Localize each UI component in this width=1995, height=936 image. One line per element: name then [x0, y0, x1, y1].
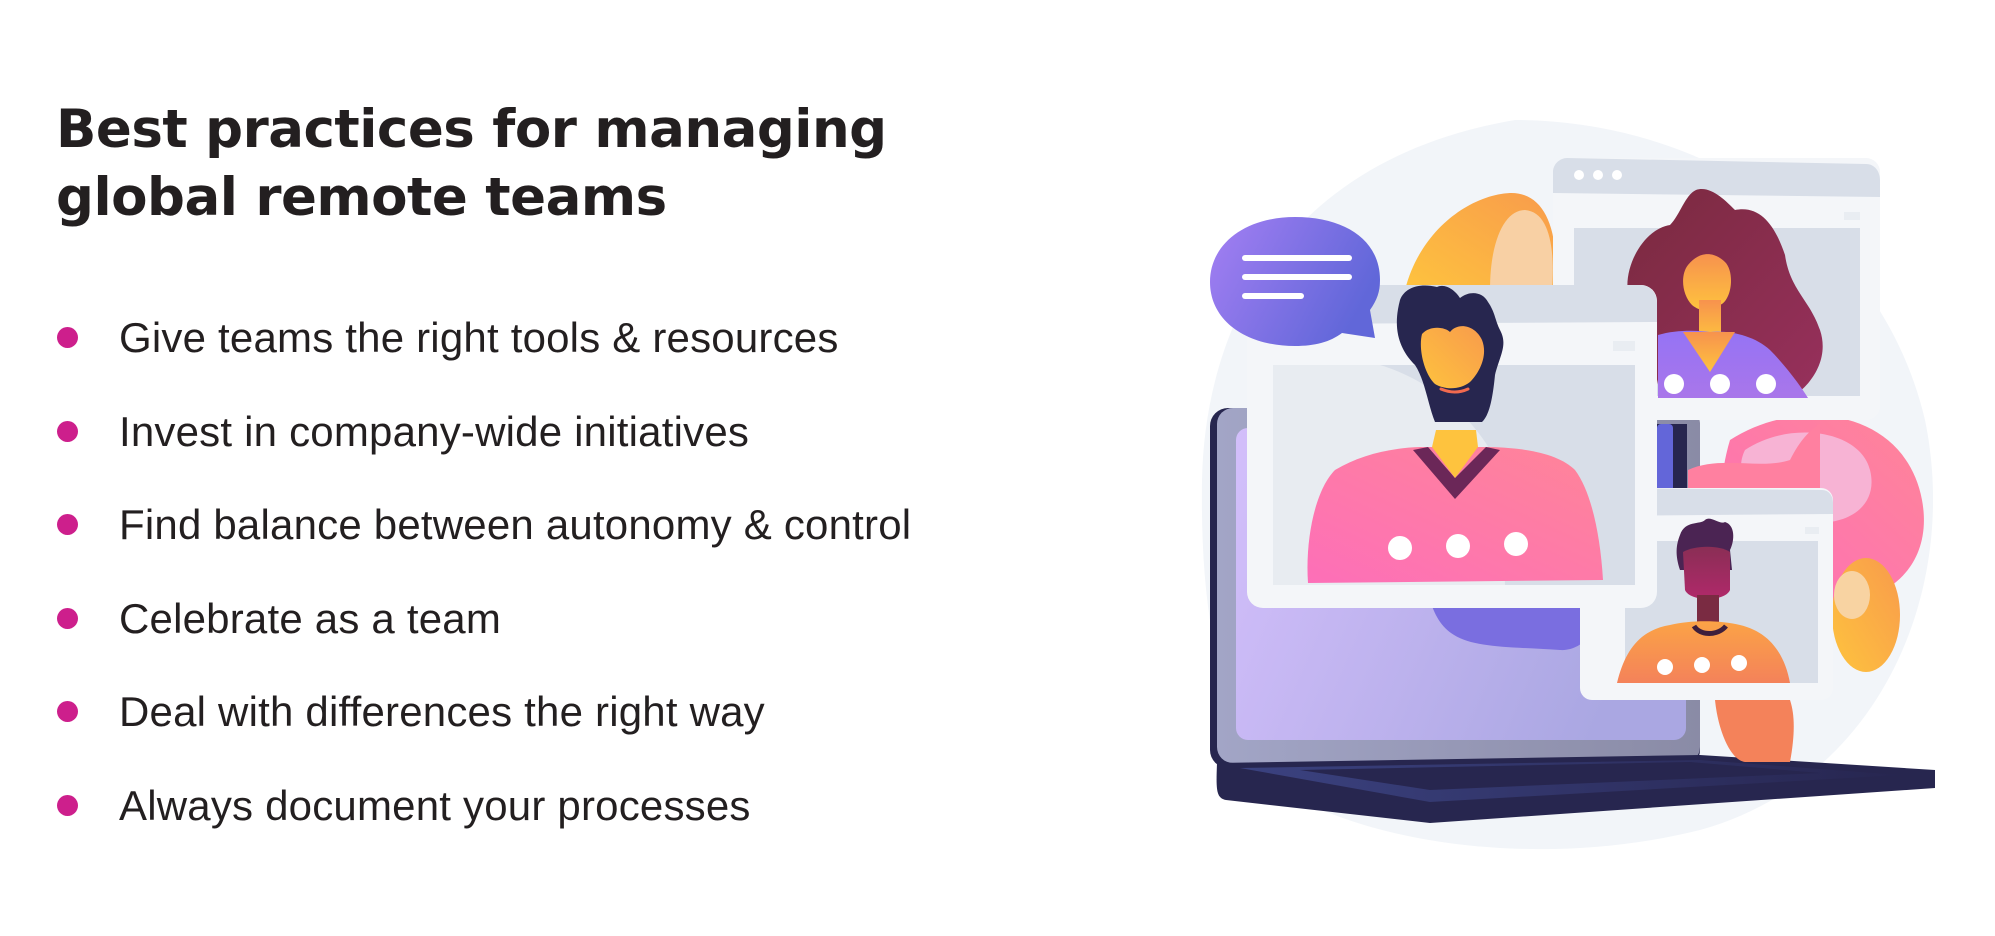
video-window-man	[1247, 285, 1657, 608]
list-item-text: Celebrate as a team	[119, 594, 502, 642]
bullet-dot-icon	[57, 327, 78, 348]
speech-bubble-icon	[1210, 217, 1380, 346]
background-blob	[1201, 120, 1934, 850]
bullet-dot-icon	[57, 701, 78, 722]
list-item-text: Deal with differences the right way	[119, 688, 765, 735]
bullet-dot-icon	[57, 607, 78, 629]
orange-blob-top	[1405, 192, 1556, 290]
video-window-woman	[1553, 158, 1880, 420]
pink-blob	[1722, 415, 1924, 602]
bullet-dot-icon	[57, 420, 78, 442]
video-window-boy	[1580, 488, 1833, 762]
list-item-text: Invest in company-wide initiatives	[119, 407, 750, 455]
bullet-dot-icon	[57, 794, 78, 816]
list-item-text: Give teams the right tools & resources	[119, 314, 839, 361]
laptop-icon	[1210, 408, 1935, 823]
title-line-2: global remote teams	[56, 167, 667, 228]
orange-blob	[1832, 558, 1900, 672]
man-hair	[1396, 285, 1504, 422]
list-item-text: Find balance between autonomy & control	[119, 501, 912, 548]
man-torso	[1307, 447, 1603, 583]
title-line-1: Best practices for managing	[56, 99, 887, 160]
page-title: Best practices for managing global remot…	[56, 96, 956, 232]
list-item-text: Always document your processes	[119, 781, 751, 829]
bullet-dot-icon	[57, 514, 78, 535]
